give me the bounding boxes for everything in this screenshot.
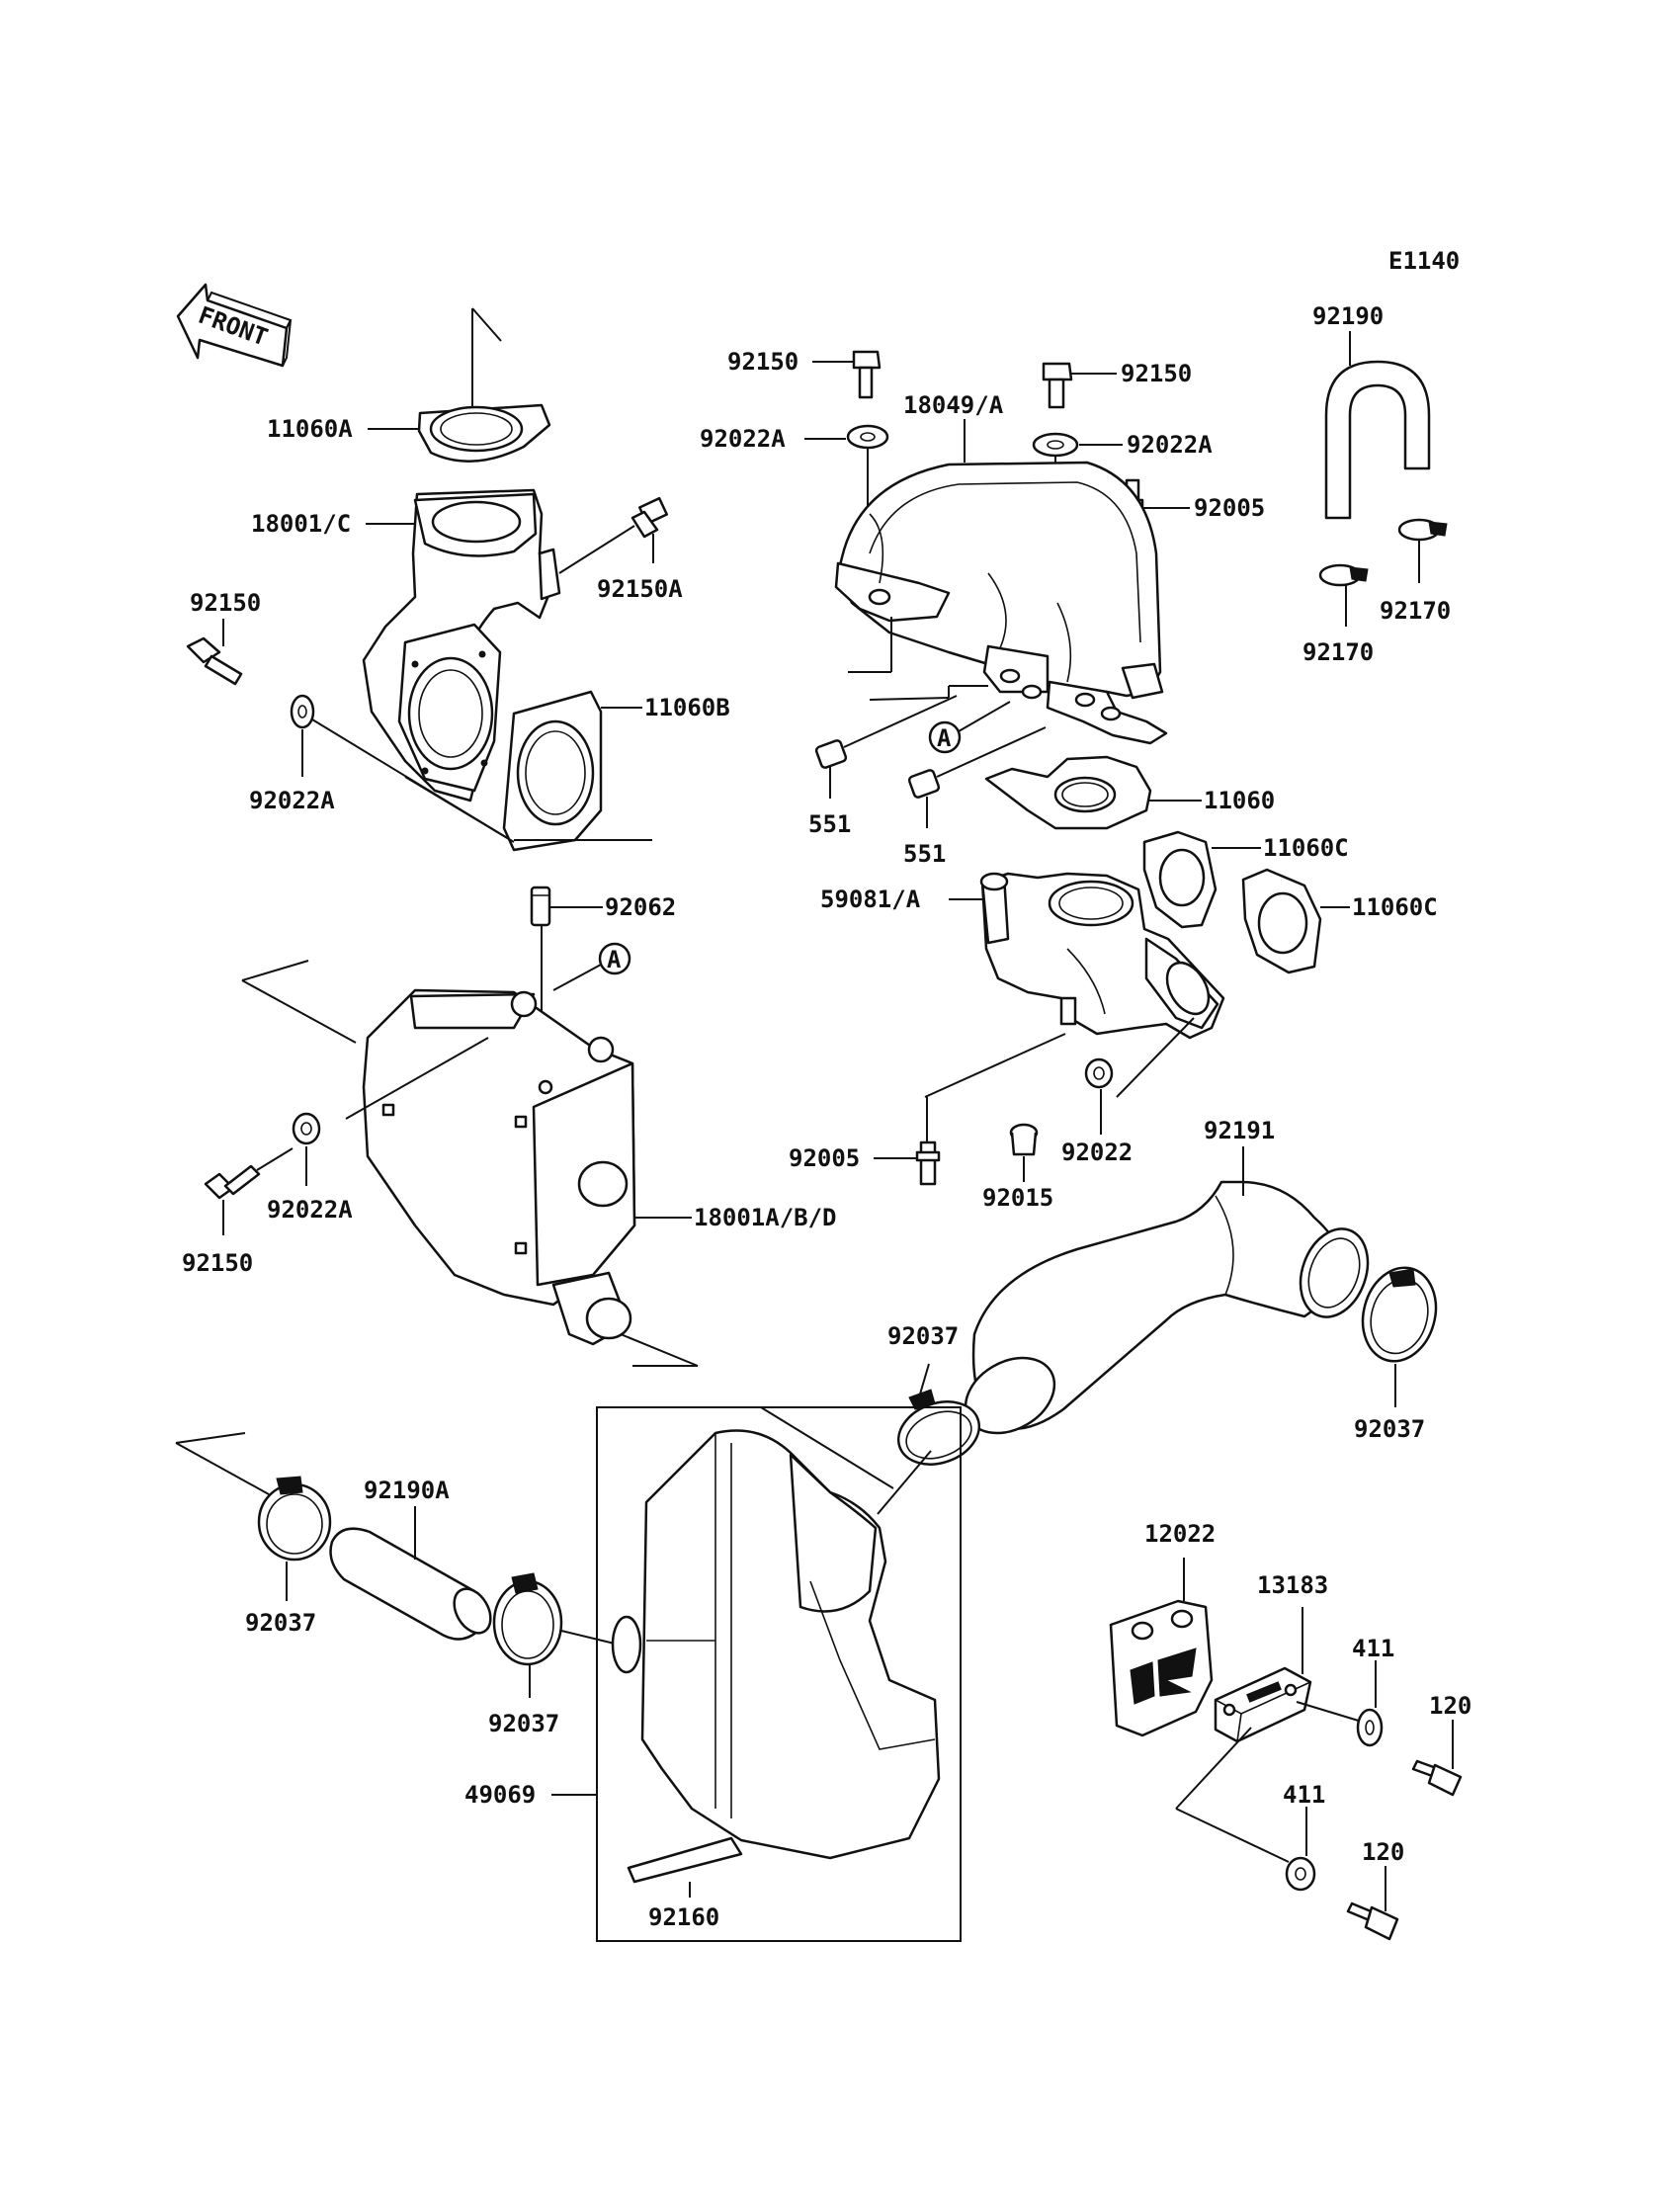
- label-92190a: 92190A: [364, 1477, 450, 1504]
- label-92160: 92160: [648, 1903, 719, 1931]
- gasket-11060c-a: [1142, 830, 1261, 929]
- label-92150-top-right: 92150: [1121, 360, 1192, 387]
- label-18001abd: 18001A/B/D: [694, 1204, 837, 1231]
- label-92037-c: 92037: [245, 1609, 316, 1637]
- bolt-92150-top-right: [1042, 362, 1117, 409]
- label-18001c: 18001/C: [251, 510, 351, 538]
- expansion-chamber-18001abd: [241, 960, 699, 1367]
- label-92022a-lower: 92022A: [267, 1196, 353, 1224]
- label-92022a-left: 92022A: [249, 787, 335, 814]
- dowel-551-b: [907, 726, 1047, 828]
- label-12022: 12022: [1144, 1520, 1216, 1548]
- exhaust-manifold-59081a: [924, 872, 1225, 1098]
- gasket-11060: [984, 755, 1202, 830]
- label-92150-left: 92150: [190, 589, 261, 617]
- reference-marker-a-center: A: [928, 701, 1011, 754]
- label-49069: 49069: [464, 1781, 536, 1809]
- dowel-551-a: [814, 695, 958, 799]
- plug-92015: [1009, 1123, 1039, 1182]
- exhaust-pipe-18001c: [362, 488, 561, 803]
- label-120-a: 120: [1429, 1692, 1471, 1720]
- hose-92190: [1324, 331, 1431, 520]
- bolt-92150-lower: [204, 1147, 294, 1235]
- label-92191: 92191: [1204, 1117, 1275, 1144]
- bracket-13183: [1175, 1607, 1363, 1863]
- label-92005-top: 92005: [1194, 494, 1265, 522]
- label-92150a: 92150A: [597, 575, 683, 603]
- clamp-92037-a: [896, 1363, 981, 1466]
- label-92037-b: 92037: [1354, 1415, 1425, 1443]
- clamp-92170-a: [1397, 518, 1448, 583]
- label-411-b: 411: [1283, 1781, 1325, 1809]
- label-92170-b: 92170: [1302, 638, 1374, 666]
- label-92015: 92015: [982, 1184, 1053, 1212]
- label-18049a: 18049/A: [903, 391, 1004, 419]
- screw-120-a: [1411, 1720, 1463, 1797]
- washer-411-a: [1356, 1660, 1384, 1747]
- emblem-12022: [1109, 1558, 1214, 1737]
- bolt-92150-left: [186, 619, 243, 686]
- fitting-92005-bottom: [874, 1097, 941, 1186]
- washer-92022: [1084, 1057, 1114, 1135]
- label-92150-top-left: 92150: [727, 348, 798, 376]
- label-11060: 11060: [1204, 787, 1275, 814]
- reference-marker-a-left: A: [552, 942, 631, 991]
- gasket-11060c-b: [1241, 868, 1350, 974]
- washer-92022a-lower: [292, 1112, 321, 1186]
- svg-text:A: A: [607, 946, 622, 973]
- label-11060b: 11060B: [644, 694, 730, 721]
- label-59081a: 59081/A: [820, 886, 921, 913]
- label-92022a-top-left: 92022A: [700, 425, 786, 453]
- label-92037-d: 92037: [488, 1710, 559, 1737]
- label-11060c-b: 11060C: [1352, 893, 1438, 921]
- bolt-92150a: [558, 496, 669, 574]
- label-92005-bottom: 92005: [789, 1144, 860, 1172]
- label-92150-lower: 92150: [182, 1249, 253, 1277]
- manifold-18049a: [834, 419, 1168, 745]
- clamp-92170-b: [1318, 563, 1369, 627]
- label-92022: 92022: [1061, 1139, 1133, 1166]
- screw-120-b: [1346, 1866, 1399, 1941]
- clamp-92037-d: [492, 1572, 620, 1698]
- label-92170-a: 92170: [1380, 597, 1451, 625]
- label-551-a: 551: [808, 810, 851, 838]
- label-11060a: 11060A: [267, 415, 353, 443]
- diagram-code: E1140: [1388, 247, 1460, 275]
- front-direction-arrow: FRONT: [176, 283, 293, 368]
- label-120-b: 120: [1362, 1838, 1404, 1866]
- label-13183: 13183: [1257, 1571, 1328, 1599]
- pad-92160: [627, 1836, 743, 1898]
- plug-92062: [530, 886, 603, 1028]
- label-92022a-top-right: 92022A: [1127, 431, 1213, 459]
- label-551-b: 551: [903, 840, 946, 868]
- gasket-11060a: [417, 307, 551, 463]
- hose-92190a: [329, 1506, 492, 1641]
- washer-411-b: [1285, 1807, 1316, 1892]
- svg-text:A: A: [937, 724, 952, 752]
- label-92062: 92062: [605, 893, 676, 921]
- label-11060c-a: 11060C: [1263, 834, 1349, 862]
- gasket-11060b: [404, 690, 652, 852]
- label-92037-a: 92037: [887, 1322, 959, 1350]
- label-411-a: 411: [1352, 1635, 1394, 1662]
- bolt-92150-top-left: [812, 350, 882, 399]
- clamp-92037-c: [175, 1432, 332, 1601]
- label-92190: 92190: [1312, 302, 1384, 330]
- clamp-92037-b: [1361, 1266, 1438, 1407]
- pipe-92191: [964, 1146, 1370, 1435]
- muffler-49069: [551, 1406, 962, 1942]
